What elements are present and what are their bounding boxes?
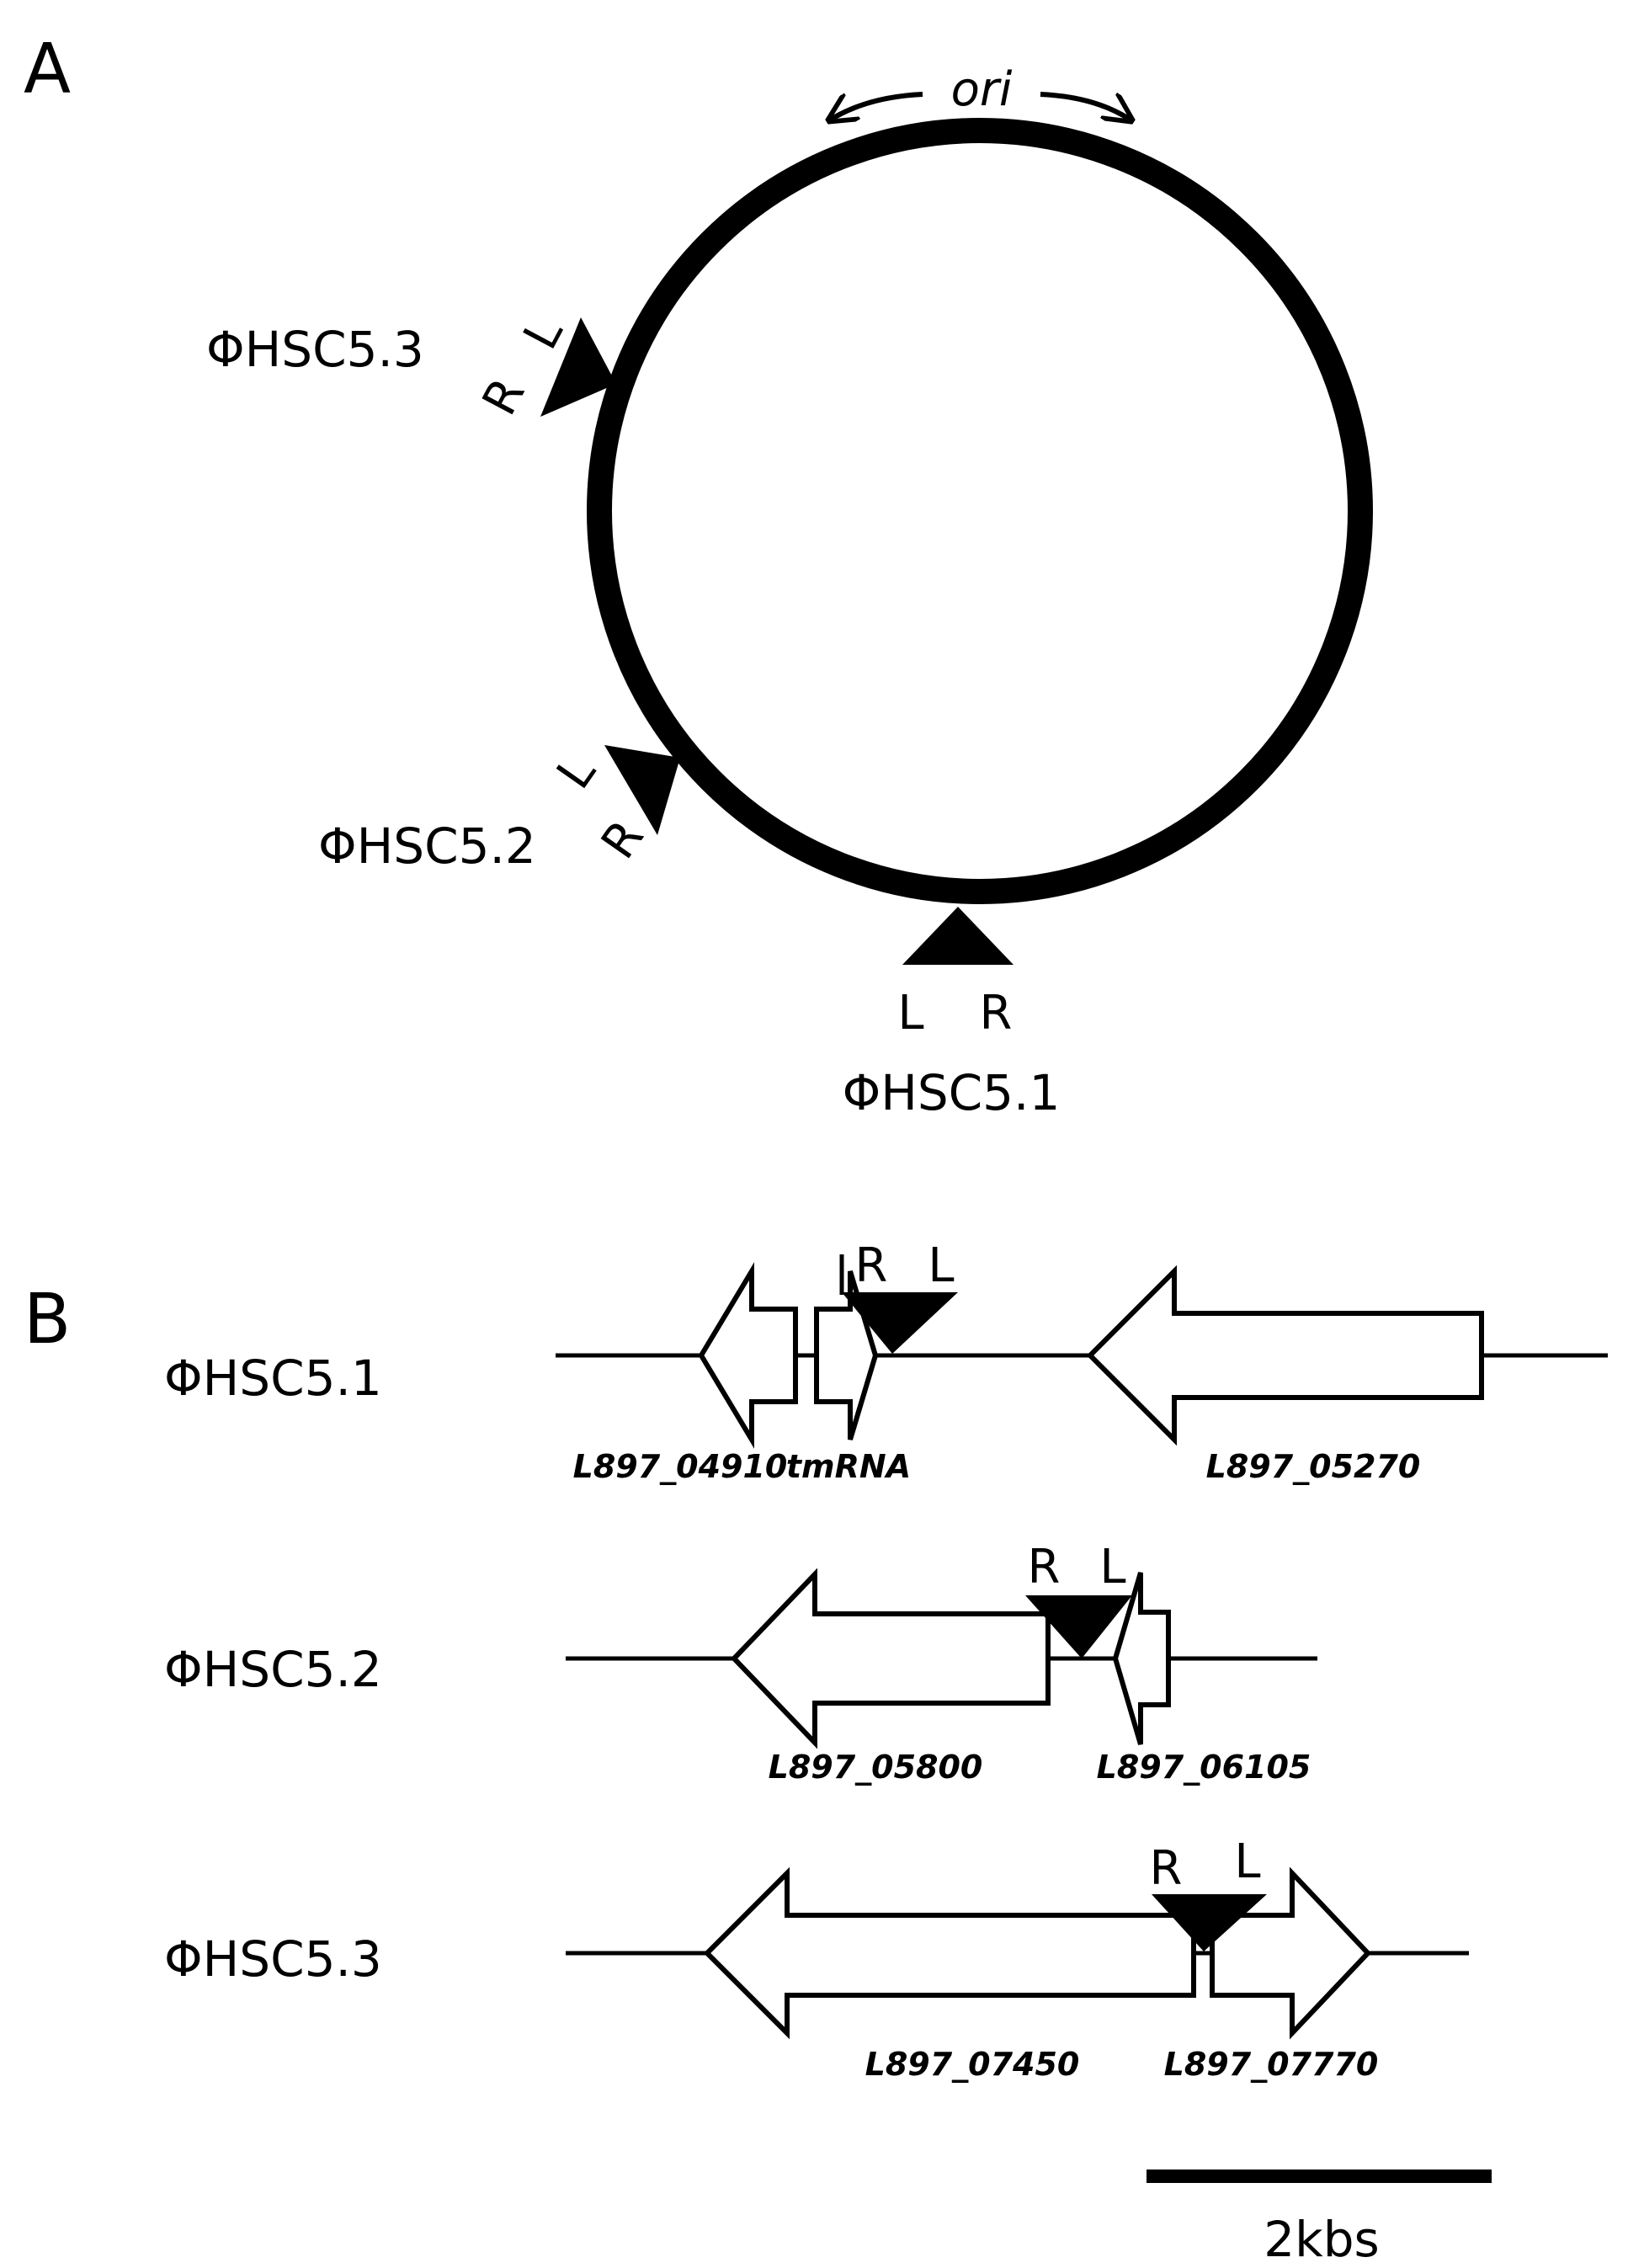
insertion-triangle-hsc51 — [902, 907, 1014, 965]
gene-label-l897-05800: L897_05800 — [769, 1749, 983, 1786]
site-l-locus-hsc51: L — [928, 1238, 954, 1293]
locus-label-hsc52: ΦHSC5.2 — [164, 1641, 382, 1698]
site-l-hsc52: L — [546, 746, 606, 799]
insertion-triangle-hsc53 — [540, 317, 616, 417]
site-r-locus-hsc53: R — [1150, 1841, 1183, 1896]
insertion-triangle-locus-hsc53 — [1152, 1894, 1267, 1951]
gene-arrow-l897-04910 — [698, 1262, 798, 1449]
panel-b: B ΦHSC5.1 R L L897_04910 tmRNA L897_0527… — [24, 1238, 1608, 2268]
gene-label-l897-05270: L897_05270 — [1206, 1448, 1421, 1485]
locus-hsc52: ΦHSC5.2 R L L897_05800 L897_06105 — [164, 1540, 1317, 1786]
insertion-triangle-locus-hsc52 — [1025, 1595, 1132, 1658]
ori-label: ori — [951, 62, 1013, 117]
gene-label-l897-07770: L897_07770 — [1164, 2046, 1379, 2083]
gene-label-l897-07450: L897_07450 — [865, 2046, 1080, 2083]
locus-hsc51: ΦHSC5.1 R L L897_04910 tmRNA L897_05270 — [164, 1238, 1608, 1485]
insertion-hsc53: L R ΦHSC5.3 — [206, 309, 616, 424]
panel-b-label: B — [24, 1280, 71, 1360]
gene-arrow-l897-07450 — [703, 1866, 1196, 2040]
gene-label-l897-06105: L897_06105 — [1097, 1749, 1311, 1786]
site-r-locus-hsc51: R — [855, 1238, 888, 1293]
insertion-hsc52: L R ΦHSC5.2 — [318, 745, 680, 875]
scale-bar-label: 2kbs — [1264, 2211, 1380, 2268]
ori-right-arrow — [1040, 92, 1131, 120]
site-l-locus-hsc53: L — [1234, 1834, 1260, 1889]
gene-label-l897-04910: L897_04910 — [573, 1448, 788, 1485]
phage-label-hsc52: ΦHSC5.2 — [318, 817, 536, 875]
locus-hsc53: ΦHSC5.3 R L L897_07450 L897_07770 — [164, 1834, 1469, 2083]
phage-label-hsc53: ΦHSC5.3 — [206, 321, 424, 378]
ori-marker: ori — [829, 62, 1131, 120]
locus-label-hsc53: ΦHSC5.3 — [164, 1930, 382, 1988]
site-r-hsc53: R — [472, 370, 536, 424]
phage-label-hsc51: ΦHSC5.1 — [843, 1064, 1061, 1121]
gene-label-tmrna: tmRNA — [786, 1448, 911, 1485]
site-r-hsc52: R — [591, 811, 655, 869]
scale-bar: 2kbs — [1147, 2170, 1492, 2268]
site-l-hsc53: L — [513, 309, 574, 358]
site-l-hsc51: L — [897, 986, 923, 1041]
panel-a: A ori L R ΦHSC5.3 L R ΦHSC5.2 L R Φ — [24, 29, 1373, 1121]
site-r-locus-hsc52: R — [1028, 1540, 1061, 1595]
chromosome-circle — [587, 118, 1373, 904]
insertion-hsc51: L R ΦHSC5.1 — [843, 907, 1061, 1121]
gene-arrow-l897-05270 — [1086, 1264, 1484, 1446]
site-r-hsc51: R — [980, 986, 1013, 1041]
ori-left-arrow — [829, 92, 923, 120]
panel-a-label: A — [24, 29, 71, 109]
locus-label-hsc51: ΦHSC5.1 — [164, 1350, 382, 1407]
insertion-triangle-hsc52 — [604, 745, 680, 835]
site-l-locus-hsc52: L — [1099, 1540, 1125, 1595]
gene-arrow-l897-05800 — [730, 1568, 1051, 1749]
gene-arrow-l897-07770 — [1210, 1866, 1372, 2040]
insertion-triangle-locus-hsc51 — [842, 1292, 958, 1354]
gene-arrow-l897-06105 — [1112, 1572, 1171, 1745]
